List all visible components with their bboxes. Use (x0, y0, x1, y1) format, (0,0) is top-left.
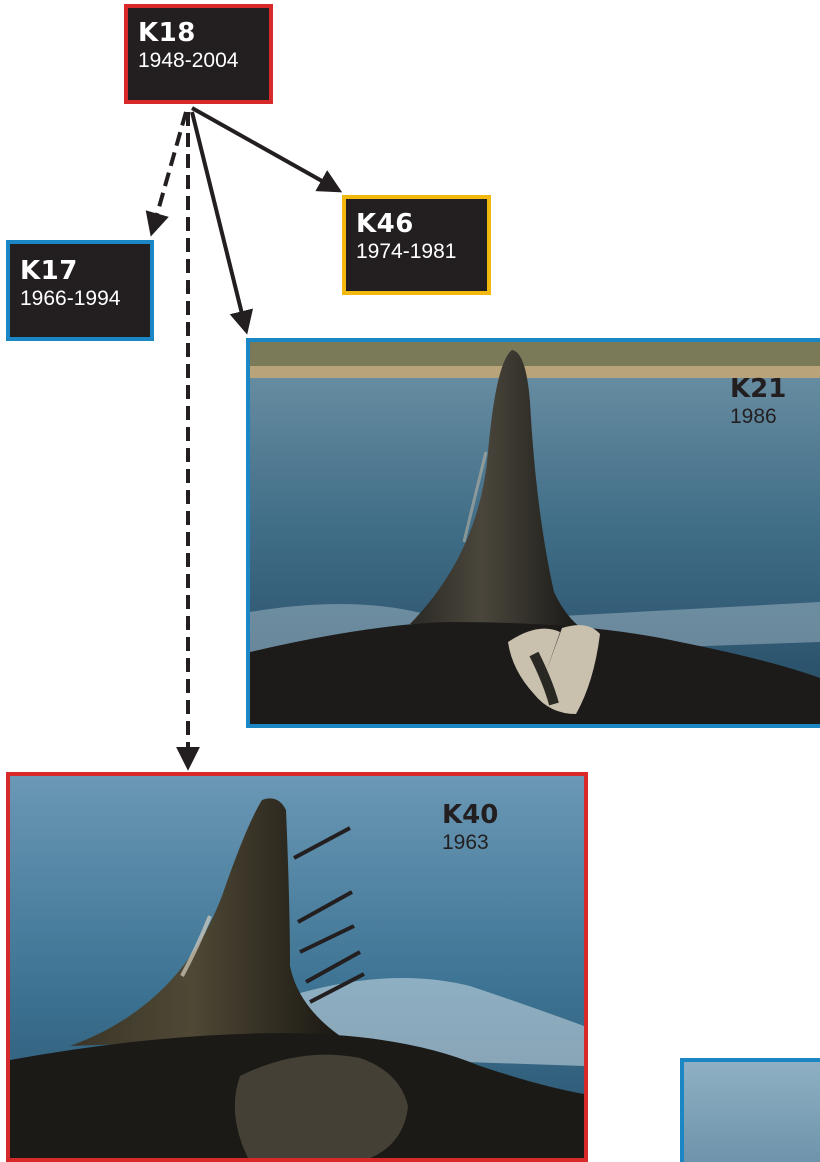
arrow-k18-to-k46 (192, 108, 338, 190)
node-k17-id: K17 (20, 256, 140, 286)
node-k46-years: 1974-1981 (356, 239, 477, 265)
arrow-k18-to-k21 (192, 112, 246, 330)
label-k21-years: 1986 (730, 404, 786, 430)
node-k17-years: 1966-1994 (20, 286, 140, 312)
label-k21: K21 1986 (730, 374, 786, 430)
label-k21-id: K21 (730, 374, 786, 404)
node-k46-id: K46 (356, 209, 477, 239)
node-k18-years: 1948-2004 (138, 48, 259, 74)
node-k46: K46 1974-1981 (342, 195, 491, 295)
node-k17: K17 1966-1994 (6, 240, 154, 341)
node-k18-id: K18 (138, 18, 259, 48)
photo-partial-bottom-right (680, 1058, 820, 1162)
label-k40-id: K40 (442, 800, 498, 830)
partial-image (684, 1062, 820, 1162)
arrow-k18-to-k17 (152, 112, 186, 232)
photo-k40 (6, 772, 588, 1162)
label-k40: K40 1963 (442, 800, 498, 856)
label-k40-years: 1963 (442, 830, 498, 856)
node-k18: K18 1948-2004 (124, 4, 273, 104)
